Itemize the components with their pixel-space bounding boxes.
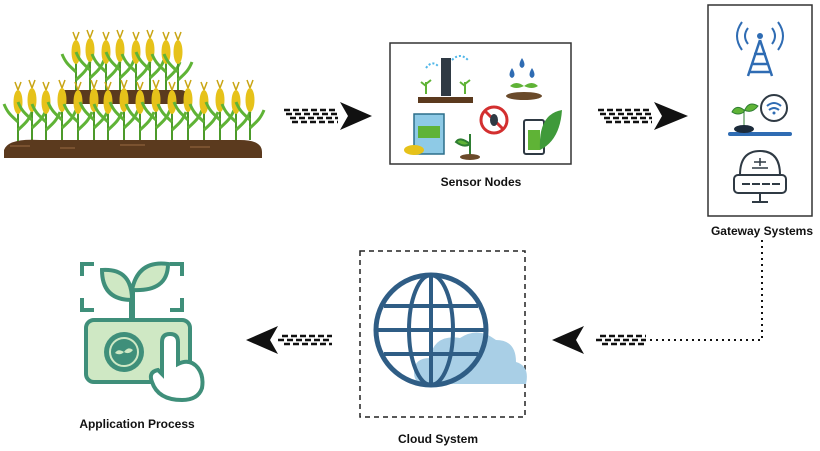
cloud-system-label: Cloud System <box>397 432 479 446</box>
radio-tower-icon <box>736 21 784 77</box>
sensor-nodes-label: Sensor Nodes <box>440 175 522 189</box>
pest-sensor-icon <box>454 105 509 160</box>
gateway-systems-label: Gateway Systems <box>710 224 814 238</box>
water-drops-icon <box>506 58 542 100</box>
gateway-systems-box <box>707 4 813 217</box>
plant-wifi-icon <box>728 94 792 136</box>
arrow-sensors-to-gateway <box>598 102 688 130</box>
cloud-system-box <box>359 250 527 418</box>
plant-touch-icon <box>80 261 205 403</box>
battery-leaf-icon <box>523 110 562 155</box>
arrow-field-to-sensors <box>284 102 372 130</box>
application-process-label: Application Process <box>79 417 195 431</box>
gateway-router-icon <box>733 149 787 203</box>
arrow-cloud-to-application <box>246 326 332 354</box>
sensor-nodes-box <box>389 42 572 165</box>
sprinkler-icon <box>418 55 473 103</box>
globe-cloud-icon <box>373 272 527 388</box>
cornfield-image <box>2 28 266 158</box>
fertilizer-icon <box>404 113 445 155</box>
connector-gateway-to-cloud <box>552 240 763 354</box>
